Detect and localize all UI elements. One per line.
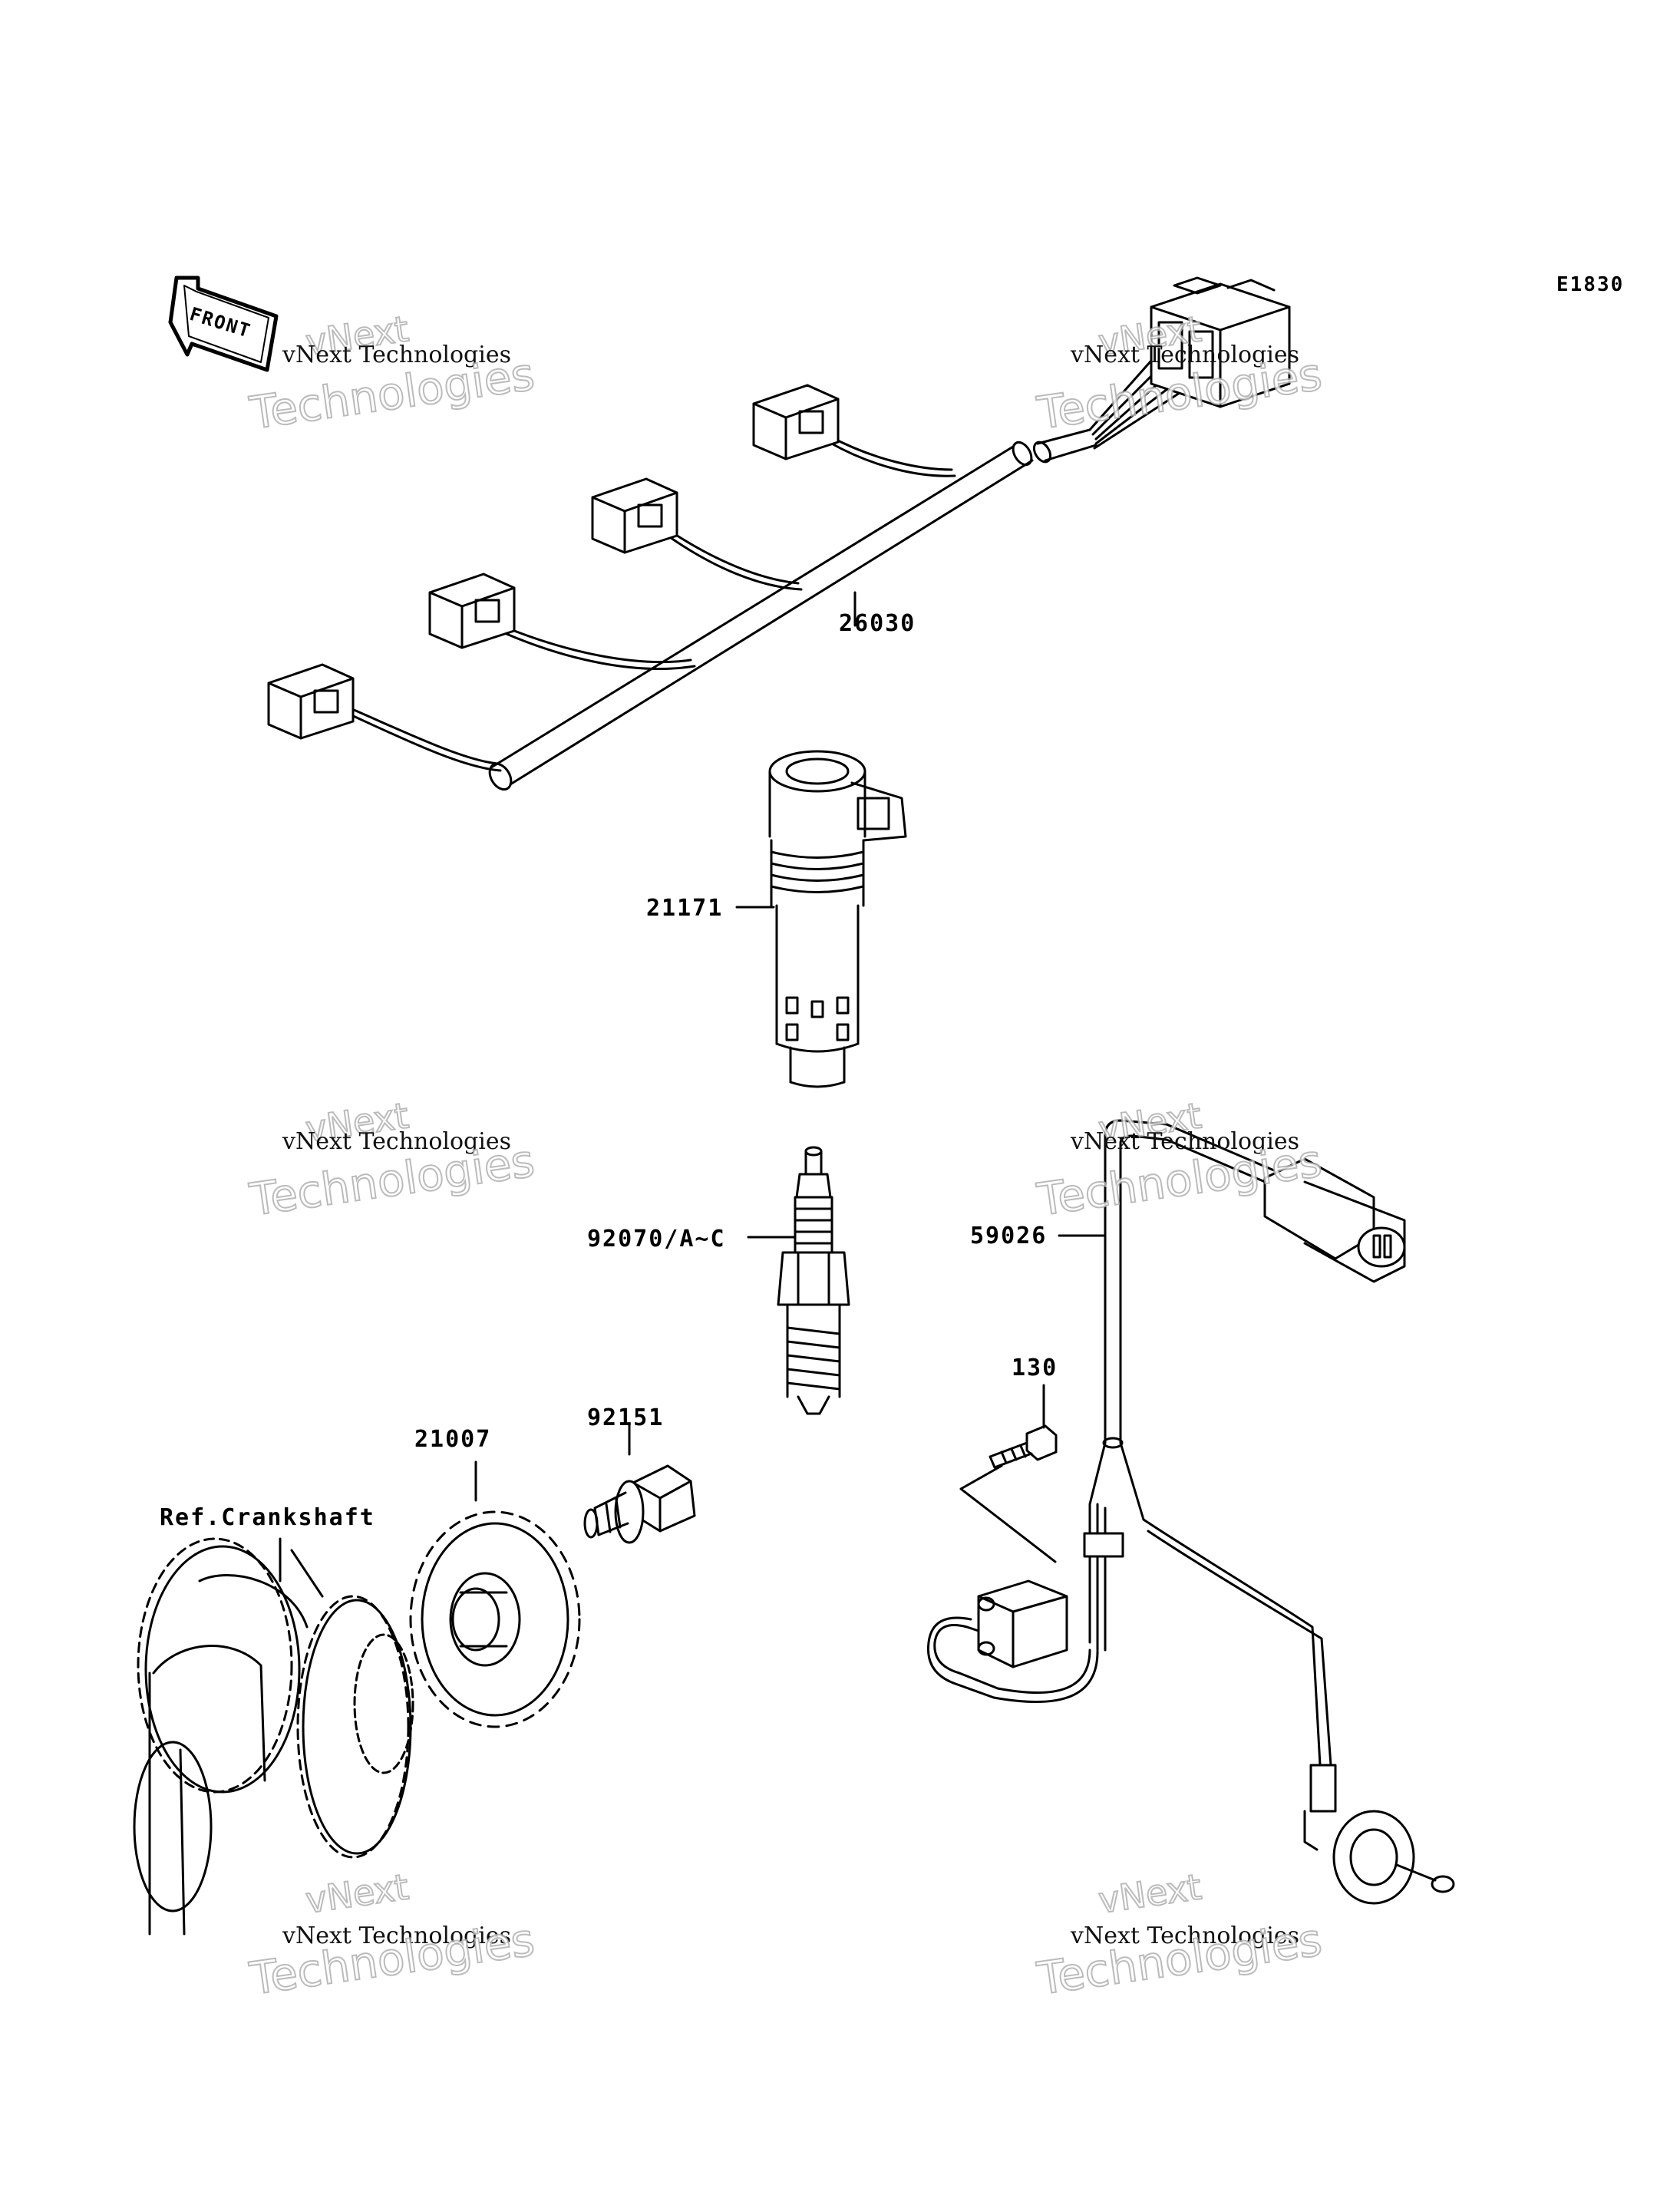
part-number-21171: 21171 [646,895,724,922]
watermark-text: vNext Technologies [282,1922,512,1949]
crankshaft-gears [133,1537,414,1936]
front-arrow-icon [168,276,279,372]
watermark-text: vNext Technologies [282,342,512,368]
bolt-130 [959,1424,1058,1563]
figure-code: E1830 [1556,273,1625,296]
spark-plug-92070 [777,1146,850,1415]
timing-rotor-21007 [409,1510,581,1728]
part-number-59026: 59026 [970,1223,1048,1249]
bolt-92151 [583,1464,696,1544]
part-number-26030: 26030 [839,610,916,637]
watermark-text: vNext Technologies [1071,342,1300,368]
ignition-coil-21171 [768,750,907,1088]
watermark-text: vNext Technologies [1071,1128,1300,1155]
reference-crankshaft: Ref.Crankshaft [160,1504,375,1531]
wiring-harness-26030 [267,276,1291,791]
part-number-92151: 92151 [587,1404,665,1431]
watermark-text: vNext Technologies [1071,1922,1300,1949]
part-number-130: 130 [1012,1355,1058,1381]
pickup-coil-59026 [926,1119,1455,1905]
watermark-text: vNext Technologies [282,1128,512,1155]
part-number-92070: 92070/A~C [587,1226,726,1252]
part-number-21007: 21007 [414,1426,492,1453]
